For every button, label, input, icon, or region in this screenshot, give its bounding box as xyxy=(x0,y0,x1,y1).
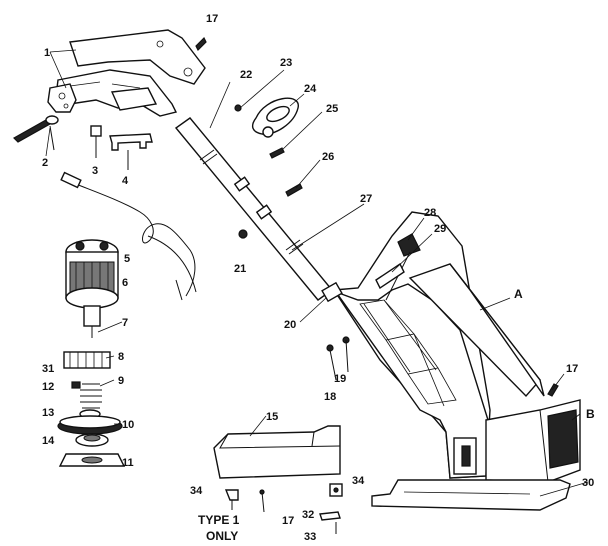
bracket-34-right xyxy=(329,483,343,497)
label-34-right: 34 xyxy=(352,475,365,487)
lever-29 xyxy=(375,262,405,290)
label-26: 26 xyxy=(322,151,334,163)
skid-plate-30 xyxy=(371,479,571,511)
label-30: 30 xyxy=(582,477,594,489)
motor-6 xyxy=(65,239,119,338)
cover-11 xyxy=(58,453,126,467)
screw-17-top xyxy=(195,36,207,52)
label-13: 13 xyxy=(42,407,54,419)
label-31: 31 xyxy=(42,363,54,375)
part-labels: 1 17 2 3 4 5 6 7 8 31 9 12 13 10 14 11 2… xyxy=(42,13,595,543)
label-7: 7 xyxy=(122,317,128,329)
screw-17-bottom xyxy=(259,489,265,513)
screw-26 xyxy=(285,183,303,197)
label-28: 28 xyxy=(424,207,436,219)
label-33: 33 xyxy=(304,531,316,543)
label-27: 27 xyxy=(360,193,372,205)
label-15: 15 xyxy=(266,411,278,423)
label-11: 11 xyxy=(122,457,134,469)
screw-32 xyxy=(319,511,341,521)
label-3: 3 xyxy=(92,165,98,177)
cover-15 xyxy=(213,425,341,479)
label-21: 21 xyxy=(234,263,246,275)
label-plate-B xyxy=(547,409,579,469)
nut-21 xyxy=(238,229,248,239)
screw-3 xyxy=(90,125,102,158)
label-8: 8 xyxy=(118,351,124,363)
handle-assembly xyxy=(47,29,206,117)
bolt-18-19 xyxy=(326,336,350,381)
label-17-top: 17 xyxy=(206,13,218,25)
label-5: 5 xyxy=(124,253,130,265)
label-17-bottom: 17 xyxy=(282,515,294,527)
label-23: 23 xyxy=(280,57,292,69)
label-B: B xyxy=(586,407,595,421)
label-32: 32 xyxy=(302,509,314,521)
label-34-left: 34 xyxy=(190,485,203,497)
shaft-tube xyxy=(174,117,334,301)
label-18: 18 xyxy=(324,391,336,403)
label-12: 12 xyxy=(42,381,54,393)
fan-8 xyxy=(63,351,111,369)
spacer-20 xyxy=(321,281,343,303)
hub-14 xyxy=(75,433,109,447)
label-9: 9 xyxy=(118,375,124,387)
label-22: 22 xyxy=(240,69,252,81)
label-2: 2 xyxy=(42,157,48,169)
power-cord xyxy=(60,171,197,301)
clip-34-left xyxy=(224,489,239,510)
label-A: A xyxy=(514,287,523,301)
screw-23 xyxy=(234,104,242,112)
guard-panel-A xyxy=(408,263,545,398)
spool-13 xyxy=(57,415,123,435)
label-1: 1 xyxy=(44,47,50,59)
label-24: 24 xyxy=(304,83,317,95)
type1-note-line1: TYPE 1 xyxy=(198,513,240,527)
spring-9 xyxy=(71,381,102,409)
label-19: 19 xyxy=(334,373,346,385)
leader-lines xyxy=(45,49,589,497)
label-29: 29 xyxy=(434,223,446,235)
type1-note-line2: ONLY xyxy=(206,529,238,543)
adjuster-ring-24 xyxy=(251,97,299,138)
label-4: 4 xyxy=(122,175,129,187)
label-14: 14 xyxy=(42,435,55,447)
trigger-pin xyxy=(13,115,59,151)
label-17-right: 17 xyxy=(566,363,578,375)
label-10: 10 xyxy=(122,419,134,431)
label-25: 25 xyxy=(326,103,338,115)
label-20: 20 xyxy=(284,319,296,331)
bracket-4 xyxy=(109,133,153,170)
label-6: 6 xyxy=(122,277,128,289)
screw-25 xyxy=(269,147,285,159)
screw-17-right xyxy=(547,383,559,397)
